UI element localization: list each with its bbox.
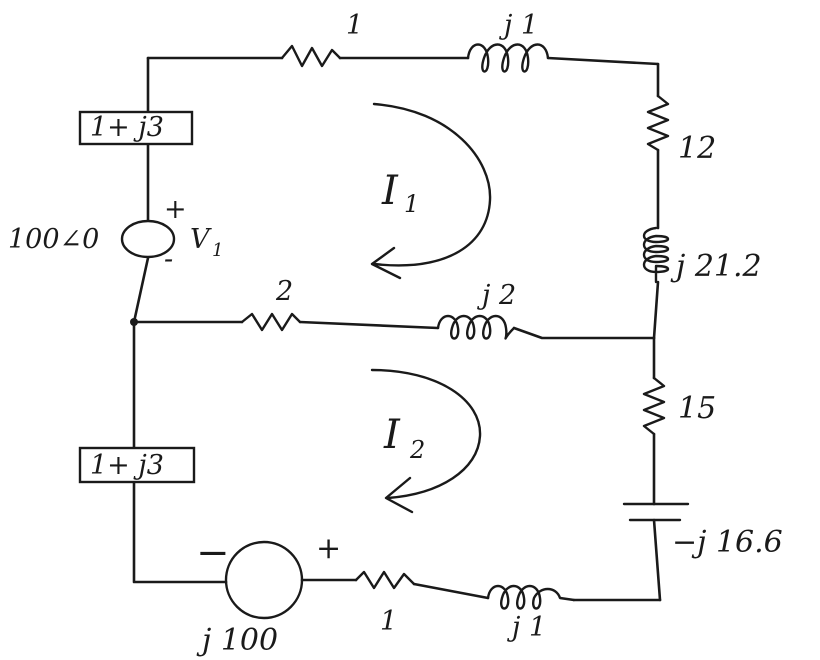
mesh1-arrow (372, 102, 492, 267)
inductor-top (466, 43, 550, 73)
label-right-resistor-15: 15 (678, 391, 716, 426)
inductor-middle-j2 (436, 314, 516, 340)
impedance-box-top (78, 110, 194, 146)
mesh1-arrowhead (370, 246, 402, 280)
resistor-top (280, 44, 342, 68)
wire-bottom (300, 578, 662, 602)
wire-right-lower (652, 336, 662, 602)
wire-middle (132, 320, 656, 340)
label-capacitor: −j 16.6 (672, 525, 783, 560)
label-bottom-resistor: 1 (380, 606, 397, 637)
label-right-resistor-12: 12 (678, 131, 716, 166)
resistor-right-12 (646, 94, 670, 152)
label-top-inductor: j 1 (499, 10, 538, 41)
label-bottom-source-value: j 100 (196, 623, 278, 658)
inductor-bottom (486, 584, 576, 610)
inductor-right-j21 (642, 226, 670, 284)
wire-right-upper (652, 62, 660, 340)
mesh2-arrowhead (384, 476, 414, 514)
label-middle-inductor: j 2 (477, 280, 516, 311)
label-mesh1-current: I (381, 168, 399, 214)
voltage-source-bottom (224, 540, 304, 620)
capacitor-right (622, 502, 690, 522)
label-right-inductor: j 21.2 (670, 249, 762, 284)
label-mesh2-current: I (383, 412, 401, 458)
label-v1-name: V (190, 224, 212, 255)
label-mesh1-subscript: 1 (404, 190, 419, 218)
label-box-bottom: 1+ j3 (90, 450, 164, 481)
label-v1-subscript: 1 (212, 240, 223, 261)
mesh2-arrow (370, 368, 482, 500)
resistor-middle-2 (240, 312, 302, 332)
wire-left-lower (132, 320, 228, 584)
impedance-box-bottom (78, 446, 196, 484)
voltage-source-v1 (120, 219, 176, 259)
label-top-resistor: 1 (346, 10, 363, 41)
label-bottom-source-plus: + (316, 531, 341, 566)
label-middle-resistor: 2 (275, 276, 293, 307)
label-v1-plus: + (164, 194, 187, 225)
wire-top (146, 56, 660, 66)
label-v1-value: 100∠0 (8, 224, 99, 255)
label-bottom-source-minus: − (196, 530, 230, 576)
label-bottom-inductor: j 1 (507, 612, 546, 643)
resistor-bottom (354, 570, 416, 590)
label-v1-minus: - (164, 244, 173, 275)
resistor-right-15 (642, 376, 666, 436)
label-box-top: 1+ j3 (90, 112, 164, 143)
wire-left-upper (132, 56, 150, 324)
label-mesh2-subscript: 2 (409, 436, 425, 464)
